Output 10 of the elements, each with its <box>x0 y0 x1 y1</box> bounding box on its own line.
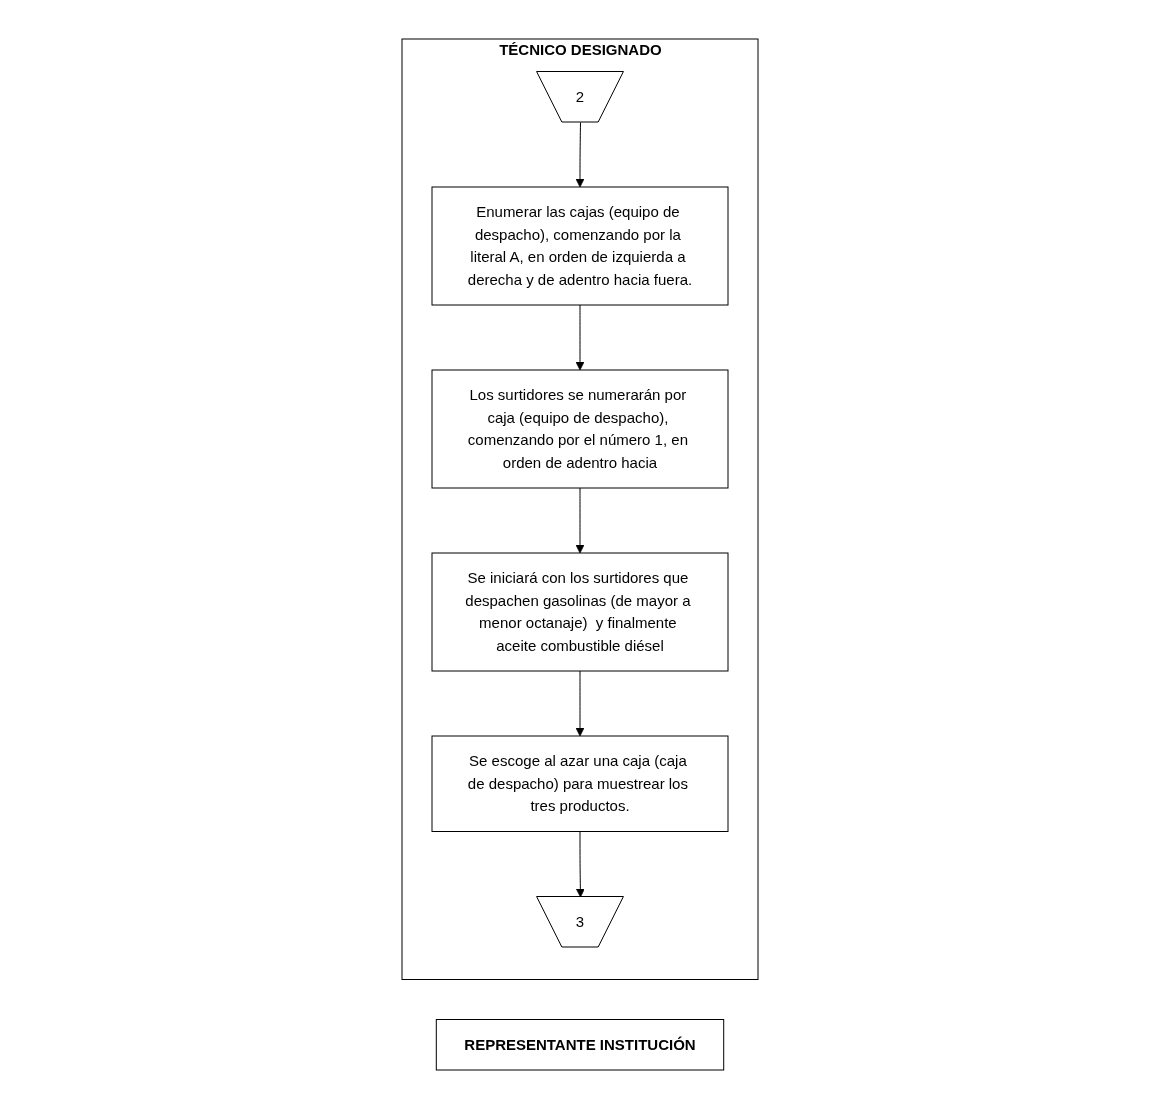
node-box: Se iniciará con los surtidores que despachen gasolinas (de mayor a menor octanaje) y finalmente aceite combustible diésel <box>431 552 729 671</box>
node-box: Enumerar las cajas (equipo de despacho), comenzando por la literal A, en orden de izquierda a derecha y de adentro hacia fuera. <box>431 186 729 305</box>
arrow <box>575 487 585 553</box>
node-box: Los surtidores se numerarán por caja (equipo de despacho), comenzando por el número 1, en orden de adentro hacia <box>431 369 729 488</box>
node-box: REPRESENTANTE INSTITUCIÓN <box>435 1018 725 1070</box>
arrow <box>575 304 585 370</box>
node-box: Se escoge al azar una caja (caja de despacho) para muestrear los tres productos. <box>431 735 729 832</box>
arrow <box>576 830 585 897</box>
arrow <box>575 121 585 187</box>
arrow <box>575 670 585 736</box>
